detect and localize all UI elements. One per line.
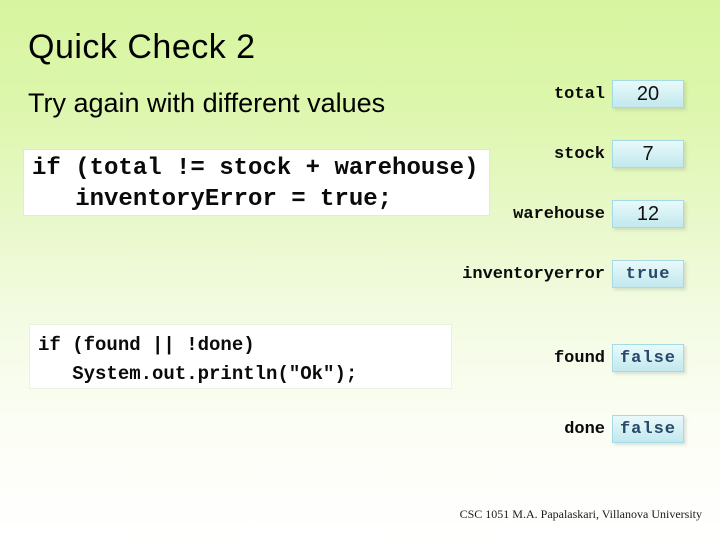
variable-value-box-found: false — [612, 344, 684, 372]
variable-row-stock: stock 7 — [554, 140, 684, 168]
variable-name-total: total — [553, 84, 605, 104]
variable-row-found: found false — [554, 344, 684, 372]
variable-row-inventoryerror: inventoryerror true — [462, 260, 684, 288]
variable-value-box-stock: 7 — [612, 140, 684, 168]
variable-name-inventoryerror: inventoryerror — [462, 264, 605, 284]
variable-name-warehouse: warehouse — [513, 204, 605, 224]
variable-value-box-inventoryerror: true — [612, 260, 684, 288]
code-block-found-check: if (found || !done) System.out.println("… — [30, 325, 451, 388]
variable-value-box-warehouse: 12 — [612, 200, 684, 228]
variable-row-total: total 20 — [554, 80, 684, 108]
variable-name-stock: stock — [553, 144, 605, 164]
slide-footer: CSC 1051 M.A. Papalaskari, Villanova Uni… — [459, 507, 702, 521]
page-title: Quick Check 2 — [28, 28, 256, 66]
variable-name-done: done — [564, 419, 605, 439]
variable-value-warehouse: 12 — [636, 202, 660, 225]
variable-value-found: false — [619, 348, 676, 368]
variable-value-box-done: false — [612, 415, 684, 443]
variable-row-done: done false — [564, 415, 684, 443]
variable-value-box-total: 20 — [612, 80, 684, 108]
variable-value-total: 20 — [636, 82, 660, 105]
variable-name-found: found — [553, 348, 605, 368]
variable-value-stock: 7 — [642, 142, 654, 165]
variable-value-inventoryerror: true — [625, 264, 671, 284]
code-block-total-check: if (total != stock + warehouse) inventor… — [24, 150, 489, 215]
variable-row-warehouse: warehouse 12 — [513, 200, 684, 228]
slide-subtitle: Try again with different values — [28, 88, 386, 118]
variable-value-done: false — [619, 419, 676, 439]
